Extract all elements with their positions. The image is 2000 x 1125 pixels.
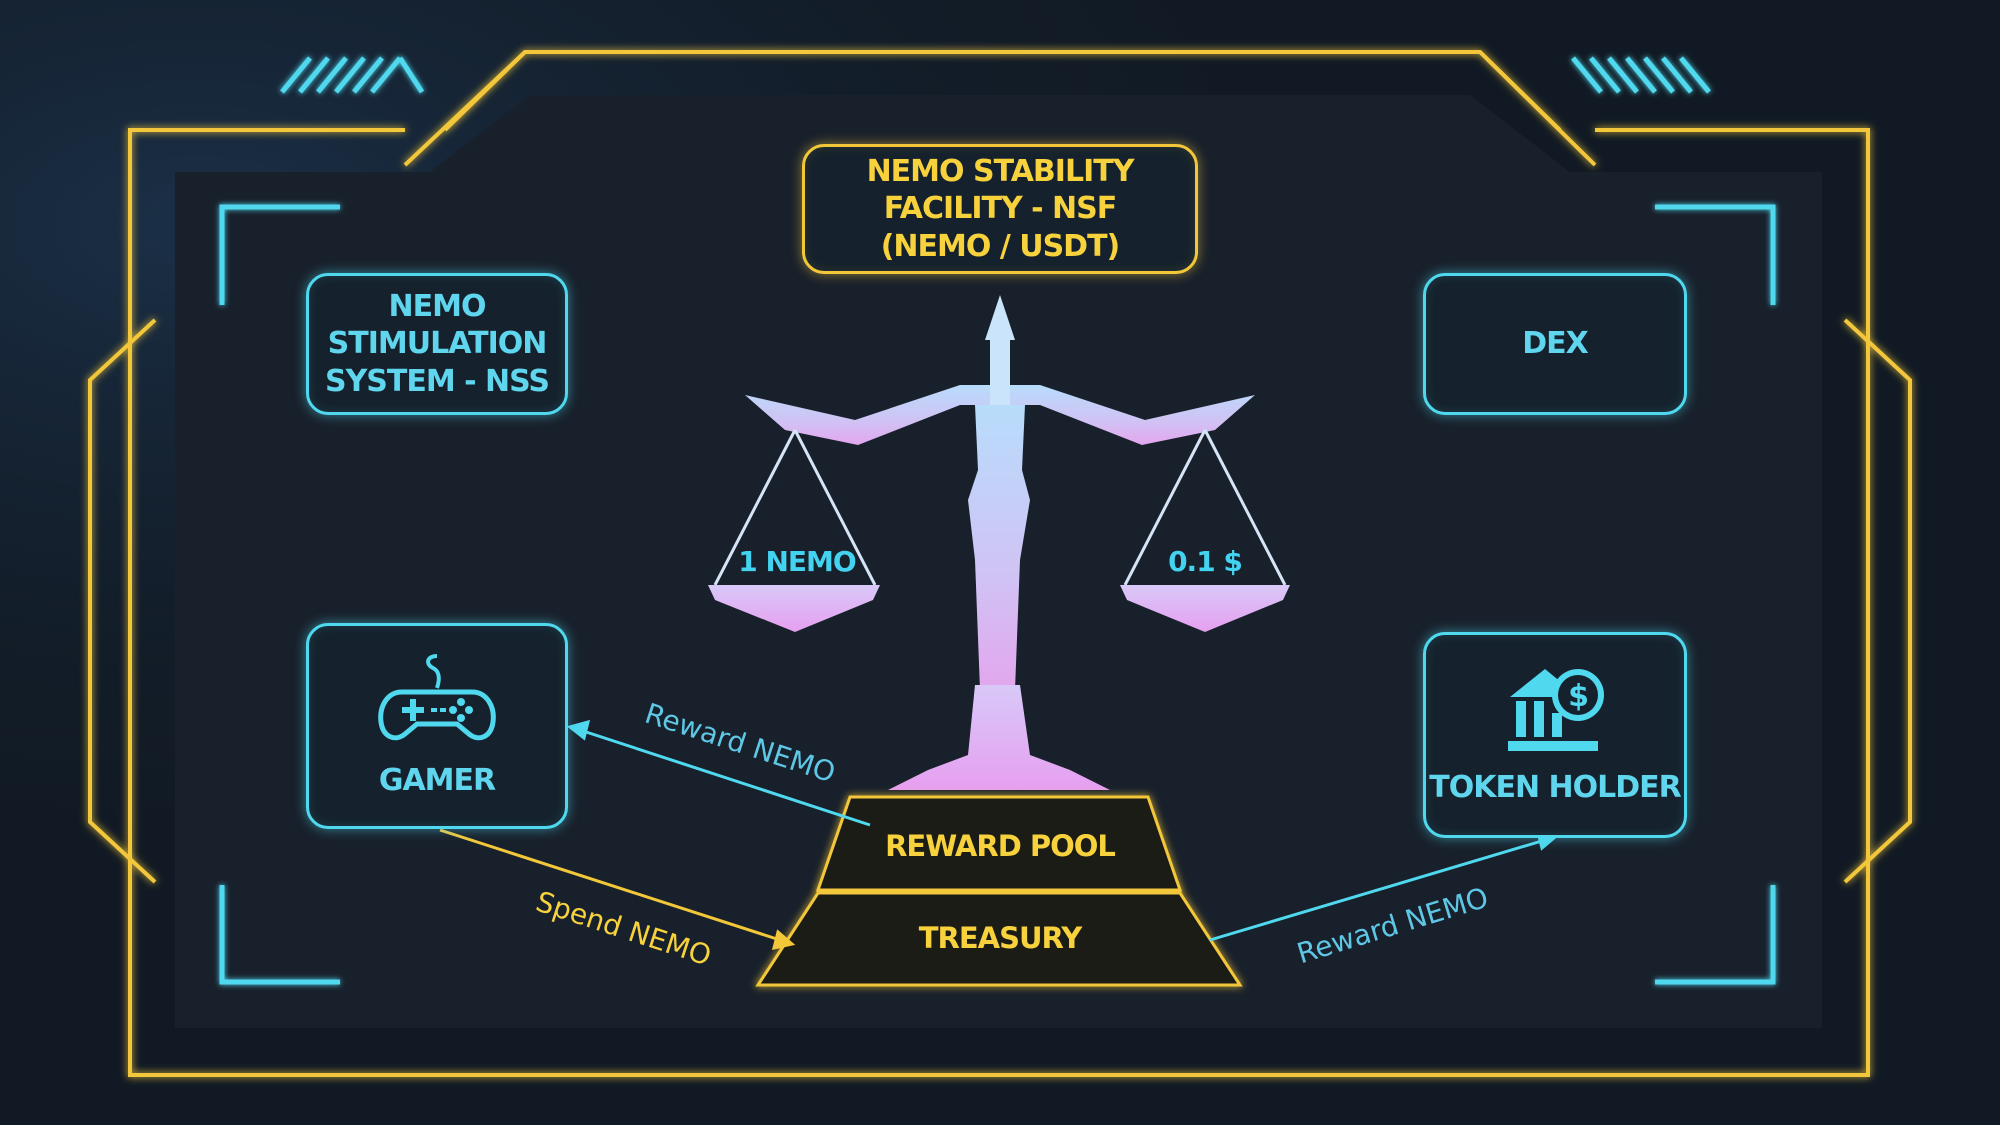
gamepad-icon (378, 654, 496, 741)
nss-line3: SYSTEM - NSS (324, 363, 550, 399)
svg-text:$: $ (1568, 679, 1588, 714)
nss-box: NEMO STIMULATION SYSTEM - NSS (306, 273, 568, 415)
gamer-label: GAMER (378, 763, 496, 799)
nsf-line3: (NEMO / USDT) (880, 228, 1121, 264)
gamer-box: GAMER (306, 623, 568, 829)
dex-label: DEX (1522, 326, 1589, 362)
bank-dollar-icon: $ (1507, 669, 1604, 752)
right-pan-label: 0.1 $ (1168, 545, 1243, 578)
scale-icon (708, 295, 1290, 790)
nsf-line1: NEMO STABILITY (866, 153, 1135, 189)
reward-pool-label: REWARD POOL (885, 829, 1116, 863)
nsf-line2: FACILITY - NSF (883, 191, 1117, 227)
nss-line1: NEMO (388, 288, 487, 324)
token-holder-label: TOKEN HOLDER (1429, 770, 1681, 806)
left-pan-label: 1 NEMO (738, 545, 856, 578)
nsf-box: NEMO STABILITY FACILITY - NSF (NEMO / US… (802, 144, 1198, 274)
treasury-label: TREASURY (918, 921, 1083, 955)
token-holder-box: $ TOKEN HOLDER (1423, 632, 1687, 838)
dex-box: DEX (1423, 273, 1687, 415)
nss-line2: STIMULATION (327, 326, 548, 362)
